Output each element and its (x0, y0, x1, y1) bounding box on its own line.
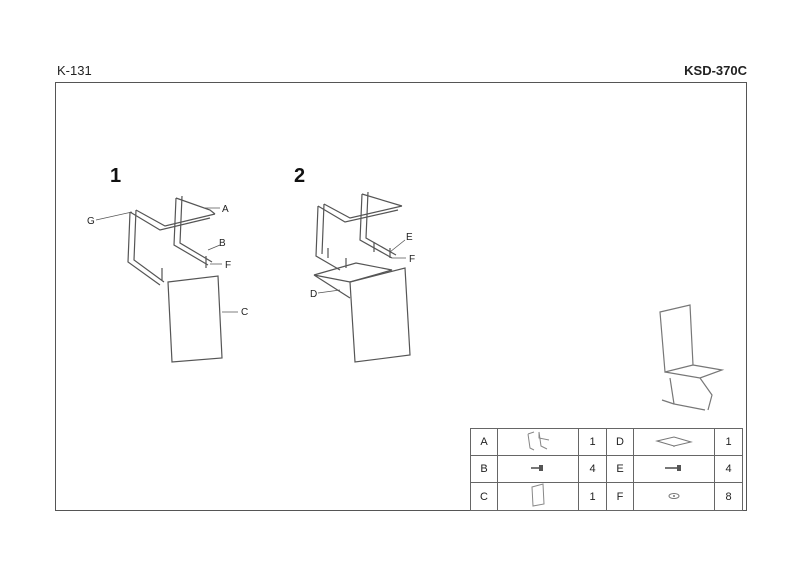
part-letter: D (606, 428, 634, 456)
step-1-diagram: 1 A G B F C (87, 165, 248, 363)
parts-table: A 1 D 1 B 4 E 4 C 1 F 8 (470, 428, 743, 511)
part-letter: A (470, 428, 498, 456)
part-letter: C (470, 482, 498, 511)
step-number: 1 (110, 165, 121, 187)
instruction-frame (55, 82, 747, 511)
part-qty: 8 (714, 482, 743, 511)
step-2-diagram: 2 E F D (294, 165, 415, 363)
backrest-c-drawing (349, 267, 411, 363)
chair-preview (659, 304, 725, 411)
label-a: A (222, 204, 229, 215)
long-bolt-icon (633, 455, 715, 483)
backrest-panel-icon (497, 482, 579, 511)
label-f: F (409, 254, 415, 265)
seat-plate-d-drawing (313, 262, 393, 299)
frame-a-drawing (127, 195, 216, 286)
product-code: KSD-370C (684, 63, 747, 78)
part-qty: 1 (714, 428, 743, 456)
part-qty: 1 (578, 482, 607, 511)
step-number: 2 (294, 165, 305, 187)
bolts-drawing (161, 256, 207, 280)
label-e: E (406, 232, 413, 243)
backrest-c-drawing (167, 275, 223, 363)
table-row: C 1 F 8 (470, 482, 743, 511)
part-letter: B (470, 455, 498, 483)
washer-icon (633, 482, 715, 511)
label-b: B (219, 238, 226, 249)
label-c: C (241, 307, 248, 318)
seat-plate-icon (633, 428, 715, 456)
part-letter: E (606, 455, 634, 483)
label-d: D (310, 289, 317, 300)
part-qty: 4 (714, 455, 743, 483)
part-qty: 1 (578, 428, 607, 456)
label-f: F (225, 260, 231, 271)
table-row: B 4 E 4 (470, 455, 743, 483)
bolt-icon (497, 455, 579, 483)
bolts-drawing (327, 242, 391, 268)
frame-a-drawing (315, 191, 403, 271)
table-row: A 1 D 1 (470, 428, 743, 456)
part-qty: 4 (578, 455, 607, 483)
label-g: G (87, 216, 95, 227)
part-letter: F (606, 482, 634, 511)
model-code: K-131 (57, 63, 92, 78)
frame-icon (497, 428, 579, 456)
